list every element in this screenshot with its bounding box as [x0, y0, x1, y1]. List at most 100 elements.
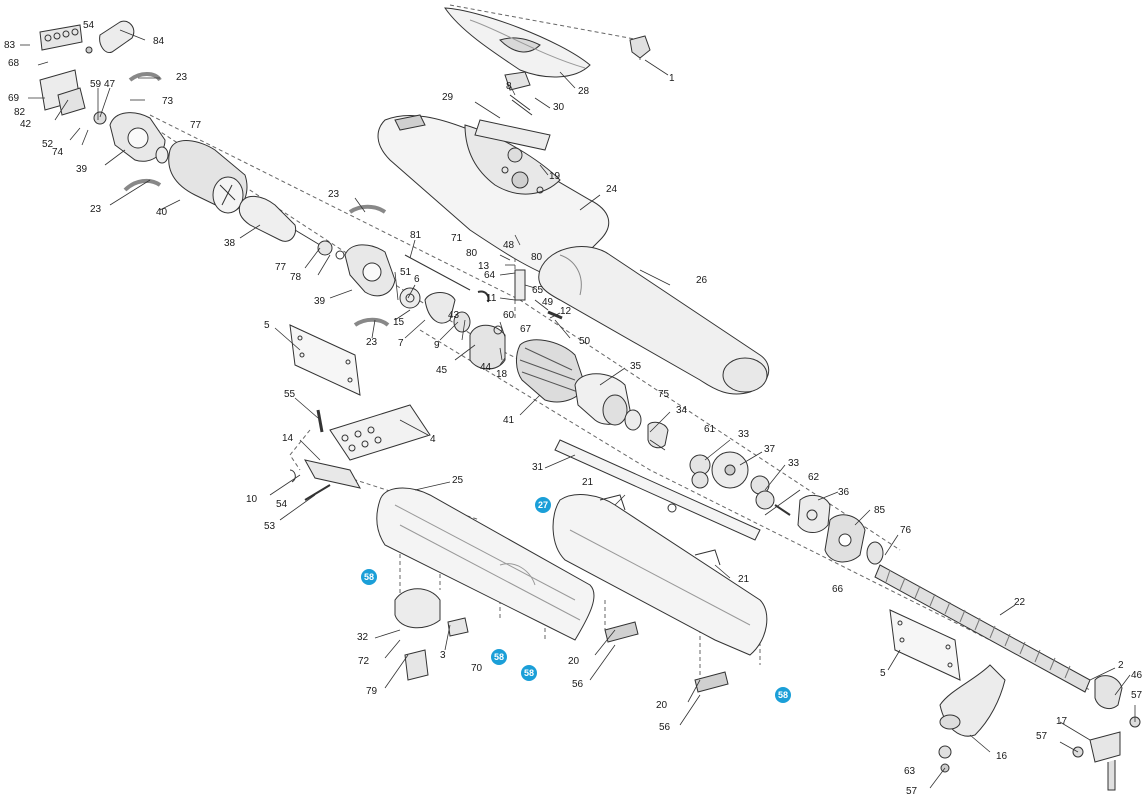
badge-part-27: 27: [535, 497, 551, 513]
label-part-48: 48: [503, 240, 515, 251]
label-part-13: 13: [478, 261, 490, 272]
label-part-54a: 54: [83, 20, 95, 31]
label-part-2: 2: [1118, 660, 1124, 671]
label-part-53: 53: [264, 521, 276, 532]
label-part-35: 35: [630, 361, 642, 372]
label-part-65: 65: [532, 285, 544, 296]
label-part-14: 14: [282, 433, 294, 444]
label-part-73: 73: [162, 96, 174, 107]
label-part-43: 43: [448, 310, 460, 321]
label-part-46: 46: [1131, 670, 1143, 681]
slider-20a: [604, 621, 639, 643]
label-part-23c: 23: [328, 189, 340, 200]
label-part-51: 51: [400, 267, 412, 278]
label-part-61: 61: [704, 424, 716, 435]
planetary-gears: [689, 451, 884, 565]
end-fitting-46: [1094, 675, 1123, 709]
label-part-56a: 56: [572, 679, 584, 690]
label-part-77a: 77: [190, 120, 202, 131]
label-part-54b: 54: [276, 499, 288, 510]
badge-part-58-a: 58: [361, 569, 377, 585]
badge-part-58-c: 58: [521, 665, 537, 681]
label-part-32: 32: [357, 632, 369, 643]
label-part-60: 60: [503, 310, 515, 321]
label-part-66: 66: [832, 584, 844, 595]
label-part-71: 71: [451, 233, 463, 244]
label-part-5-left: 5: [264, 320, 270, 331]
label-part-1: 1: [669, 73, 675, 84]
label-part-31: 31: [532, 462, 544, 473]
label-part-74: 74: [52, 147, 64, 158]
label-part-12: 12: [560, 306, 572, 317]
label-part-6: 6: [414, 274, 420, 285]
label-part-20a: 20: [568, 656, 580, 667]
capacitor-84: [99, 20, 135, 54]
terminal-block-83: [39, 24, 83, 51]
label-part-64: 64: [484, 270, 496, 281]
label-part-57c: 57: [906, 786, 918, 797]
label-part-57a: 57: [1131, 690, 1143, 701]
label-part-8: 8: [506, 81, 512, 92]
label-part-23d: 23: [366, 337, 378, 348]
label-part-3: 3: [440, 650, 446, 661]
label-part-56b: 56: [659, 722, 671, 733]
slider-20b: [694, 671, 729, 693]
label-part-20b: 20: [656, 700, 668, 711]
label-part-63: 63: [904, 766, 916, 777]
label-part-15: 15: [393, 317, 405, 328]
label-part-17: 17: [1056, 716, 1068, 727]
label-part-78: 78: [290, 272, 302, 283]
pad-4: [329, 404, 431, 461]
label-part-70: 70: [471, 663, 483, 674]
guide-bar-31: [554, 439, 761, 541]
lower-housing-25: [376, 487, 595, 641]
label-part-30: 30: [553, 102, 565, 113]
label-part-33b: 33: [788, 458, 800, 469]
plate-5-left: [289, 324, 361, 396]
label-part-36: 36: [838, 487, 850, 498]
bracket-32: [394, 588, 441, 629]
label-part-34: 34: [676, 405, 688, 416]
badge-part-58-d: 58: [775, 687, 791, 703]
key-part-1: [629, 35, 651, 59]
label-part-44: 44: [480, 362, 492, 373]
label-part-37: 37: [764, 444, 776, 455]
label-part-83: 83: [4, 40, 16, 51]
label-part-47: 47: [104, 79, 116, 90]
label-part-82: 82: [14, 107, 26, 118]
label-part-25: 25: [452, 475, 464, 486]
label-part-21b: 21: [738, 574, 750, 585]
leader-lines: [20, 29, 1136, 789]
badge-part-58-b: 58: [491, 649, 507, 665]
label-part-76: 76: [900, 525, 912, 536]
bushing-79: [404, 649, 429, 681]
label-part-7: 7: [398, 338, 404, 349]
gear-housing-45: [469, 324, 506, 370]
label-part-19: 19: [549, 171, 561, 182]
label-part-72: 72: [358, 656, 370, 667]
label-part-85: 85: [874, 505, 886, 516]
label-part-38: 38: [224, 238, 236, 249]
label-part-22: 22: [1014, 597, 1026, 608]
label-part-77b: 77: [275, 262, 287, 273]
label-part-49: 49: [542, 297, 554, 308]
label-part-84: 84: [153, 36, 165, 47]
label-part-28: 28: [578, 86, 590, 97]
label-part-55: 55: [284, 389, 296, 400]
label-part-45: 45: [436, 365, 448, 376]
label-part-23b: 23: [90, 204, 102, 215]
label-part-39b: 39: [314, 296, 326, 307]
label-part-16: 16: [996, 751, 1008, 762]
label-part-21a: 21: [582, 477, 594, 488]
label-part-75: 75: [658, 389, 670, 400]
label-part-68: 68: [8, 58, 20, 69]
bracket-14: [304, 459, 361, 489]
label-part-42: 42: [20, 119, 32, 130]
label-part-62: 62: [808, 472, 820, 483]
label-part-80b: 80: [531, 252, 543, 263]
plate-5-right: [889, 609, 961, 681]
label-part-50: 50: [579, 336, 591, 347]
label-part-39a: 39: [76, 164, 88, 175]
rotor-38: [238, 195, 297, 242]
